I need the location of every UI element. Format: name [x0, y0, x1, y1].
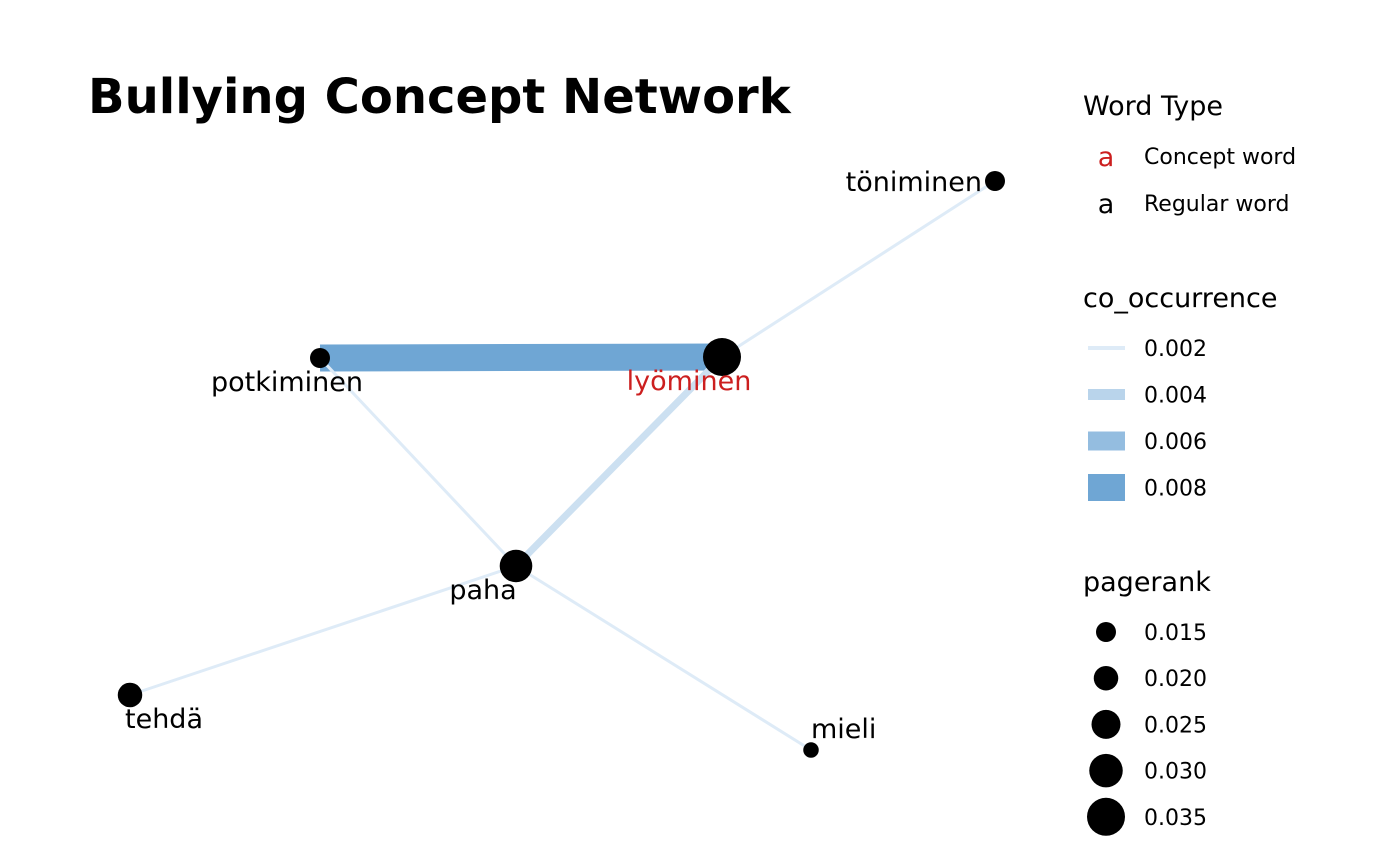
legend-co-occurrence-key: [1088, 431, 1125, 451]
legend-pagerank-key: [1087, 797, 1125, 836]
legend-pagerank-label: 0.015: [1144, 621, 1207, 646]
node-label-tehda: tehdä: [125, 704, 203, 735]
legend-pagerank-label: 0.025: [1144, 713, 1207, 738]
legend-co-occurrence-label: 0.008: [1144, 477, 1207, 502]
legend-pagerank-key: [1091, 709, 1121, 739]
network-title: Bullying Concept Network: [88, 69, 791, 125]
legend-pagerank: pagerank 0.015 0.020 0.025 0.030 0.035: [1083, 567, 1211, 836]
legend-pagerank-key: [1089, 753, 1123, 788]
edge-potkiminen-lyominen: [319, 343, 723, 372]
node-tehda[interactable]: [117, 682, 143, 708]
legend-pagerank-key: [1096, 622, 1116, 642]
legend-co-occurrence-title: co_occurrence: [1083, 283, 1278, 314]
nodes-layer: [117, 171, 1005, 758]
node-potkiminen[interactable]: [310, 348, 330, 368]
node-label-mieli: mieli: [811, 714, 876, 745]
legend-co-occurrence-label: 0.004: [1144, 384, 1207, 409]
legend-co-occurrence: co_occurrence 0.002 0.004 0.006 0.008: [1083, 283, 1278, 502]
legend-co-occurrence-key: [1088, 474, 1125, 501]
edge-paha-mieli: [515, 564, 812, 752]
node-toniminen[interactable]: [985, 171, 1005, 191]
labels-layer: töniminen potkiminen lyöminen paha tehdä miel…: [125, 167, 982, 745]
node-label-potkiminen: potkiminen: [211, 367, 363, 398]
legend-pagerank-title: pagerank: [1083, 567, 1211, 598]
legend-pagerank-label: 0.035: [1144, 806, 1207, 831]
edge-paha-tehda: [129, 564, 517, 697]
node-label-toniminen: töniminen: [846, 167, 982, 198]
legend-pagerank-label: 0.030: [1144, 760, 1207, 785]
edges-layer: [129, 179, 996, 752]
node-lyominen[interactable]: [703, 338, 741, 376]
edge-lyominen-paha: [513, 354, 725, 569]
edge-potkiminen-paha: [318, 356, 518, 568]
legend-co-occurrence-key: [1088, 346, 1125, 350]
node-label-lyominen: lyöminen: [627, 366, 752, 397]
legend-word-type-key: a: [1098, 142, 1115, 173]
edge-lyominen-toniminen: [721, 179, 996, 359]
legend-word-type-label: Concept word: [1144, 145, 1296, 170]
legend-co-occurrence-label: 0.006: [1144, 430, 1207, 455]
node-paha[interactable]: [499, 549, 533, 583]
legend-co-occurrence-key: [1088, 389, 1125, 400]
legend-word-type-title: Word Type: [1083, 91, 1223, 122]
legend-co-occurrence-label: 0.002: [1144, 337, 1207, 362]
legend-word-type-label: Regular word: [1144, 192, 1289, 217]
legend-pagerank-label: 0.020: [1144, 667, 1207, 692]
node-mieli[interactable]: [803, 742, 819, 758]
legend-pagerank-key: [1093, 665, 1119, 691]
node-label-paha: paha: [449, 575, 516, 606]
legend-word-type-key: a: [1098, 189, 1115, 220]
